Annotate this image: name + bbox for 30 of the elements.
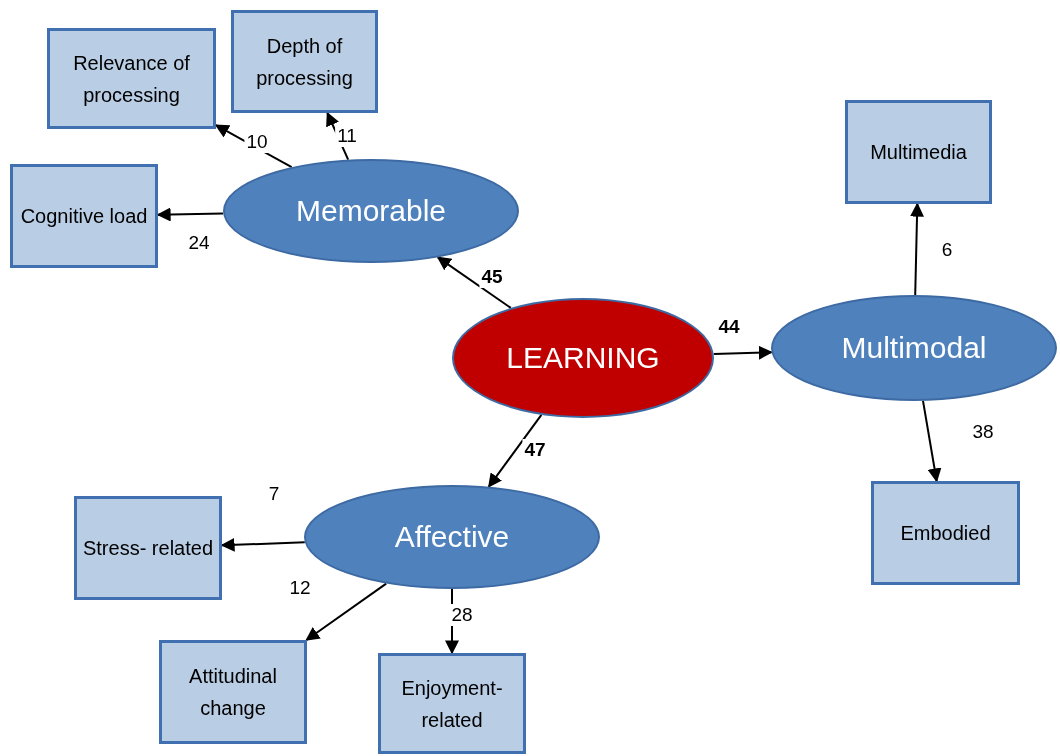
category-box	[74, 496, 222, 600]
category-box	[378, 653, 526, 754]
node-label: Relevance of processing	[72, 50, 191, 108]
arrow	[910, 202, 924, 296]
node-label: LEARNING	[506, 341, 660, 375]
node-label: Memorable	[295, 194, 447, 228]
category-box	[845, 100, 992, 204]
arrow	[326, 111, 350, 161]
node-label: Affective	[394, 520, 510, 554]
node-label: Stress- related	[82, 536, 214, 561]
node-label: Multimedia	[870, 140, 967, 165]
arrow	[220, 537, 306, 552]
edge-label: 28	[449, 604, 475, 626]
node-label: Embodied	[900, 521, 991, 546]
node-label: Attitudinal change	[188, 664, 278, 721]
category-box	[47, 28, 216, 129]
node-label: Depth of processing	[255, 33, 354, 91]
category-box	[871, 481, 1020, 585]
category-box	[10, 164, 158, 268]
edge-label: 11	[335, 125, 359, 147]
category-box	[231, 10, 378, 113]
node-label: Enjoyment- related	[400, 675, 504, 733]
node-label: Cognitive load	[20, 204, 148, 229]
arrow	[436, 256, 512, 309]
node-label: Multimodal	[841, 331, 987, 365]
arrow	[305, 582, 388, 641]
arrow	[922, 399, 942, 483]
category-box	[159, 640, 307, 744]
arrow	[156, 207, 225, 222]
arrow	[712, 345, 773, 360]
